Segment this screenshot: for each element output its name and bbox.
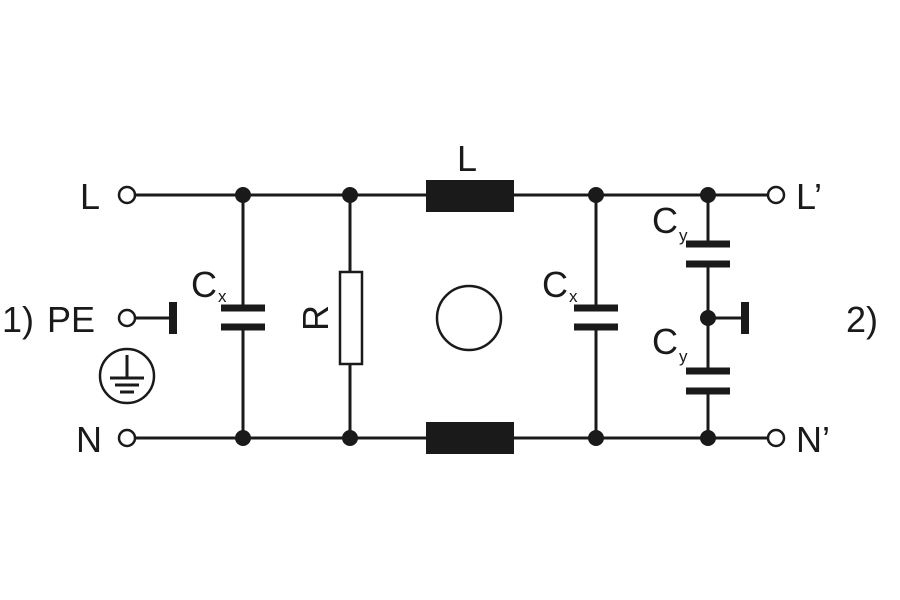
pe-chassis-bar <box>169 302 177 334</box>
label-pe: PE <box>47 299 95 340</box>
label-n-in: N <box>76 419 102 460</box>
label-cy-bottom-sub: y <box>679 347 688 366</box>
label-cx-right: C <box>542 264 568 305</box>
capacitor-cy-stack <box>686 195 749 438</box>
note-input-side: 1) <box>2 299 34 340</box>
label-l-out: L’ <box>796 176 822 217</box>
label-cy-top-sub: y <box>679 226 688 245</box>
inductor-top-winding <box>426 180 514 212</box>
label-l-in: L <box>80 176 100 217</box>
terminal-l-in <box>117 185 137 205</box>
resistor-r <box>338 195 364 438</box>
terminal-l-out <box>766 185 786 205</box>
choke-core-circle <box>435 284 503 352</box>
label-cy-top: C <box>652 200 678 241</box>
terminal-n-in <box>117 428 137 448</box>
label-cx-left: C <box>191 264 217 305</box>
capacitor-cx-right <box>574 195 618 438</box>
label-inductor: L <box>457 138 477 179</box>
inductor-bottom-winding <box>426 422 514 454</box>
label-resistor: R <box>295 305 336 331</box>
junction-dots <box>235 187 716 446</box>
terminal-pe <box>117 308 137 328</box>
protective-earth-icon <box>98 347 156 405</box>
label-cy-bottom: C <box>652 321 678 362</box>
label-cx-left-sub: x <box>218 287 227 306</box>
label-cx-right-sub: x <box>569 287 578 306</box>
note-output-side: 2) <box>846 299 878 340</box>
terminal-n-out <box>766 428 786 448</box>
label-n-out: N’ <box>796 419 830 460</box>
capacitor-cx-left <box>221 195 265 438</box>
